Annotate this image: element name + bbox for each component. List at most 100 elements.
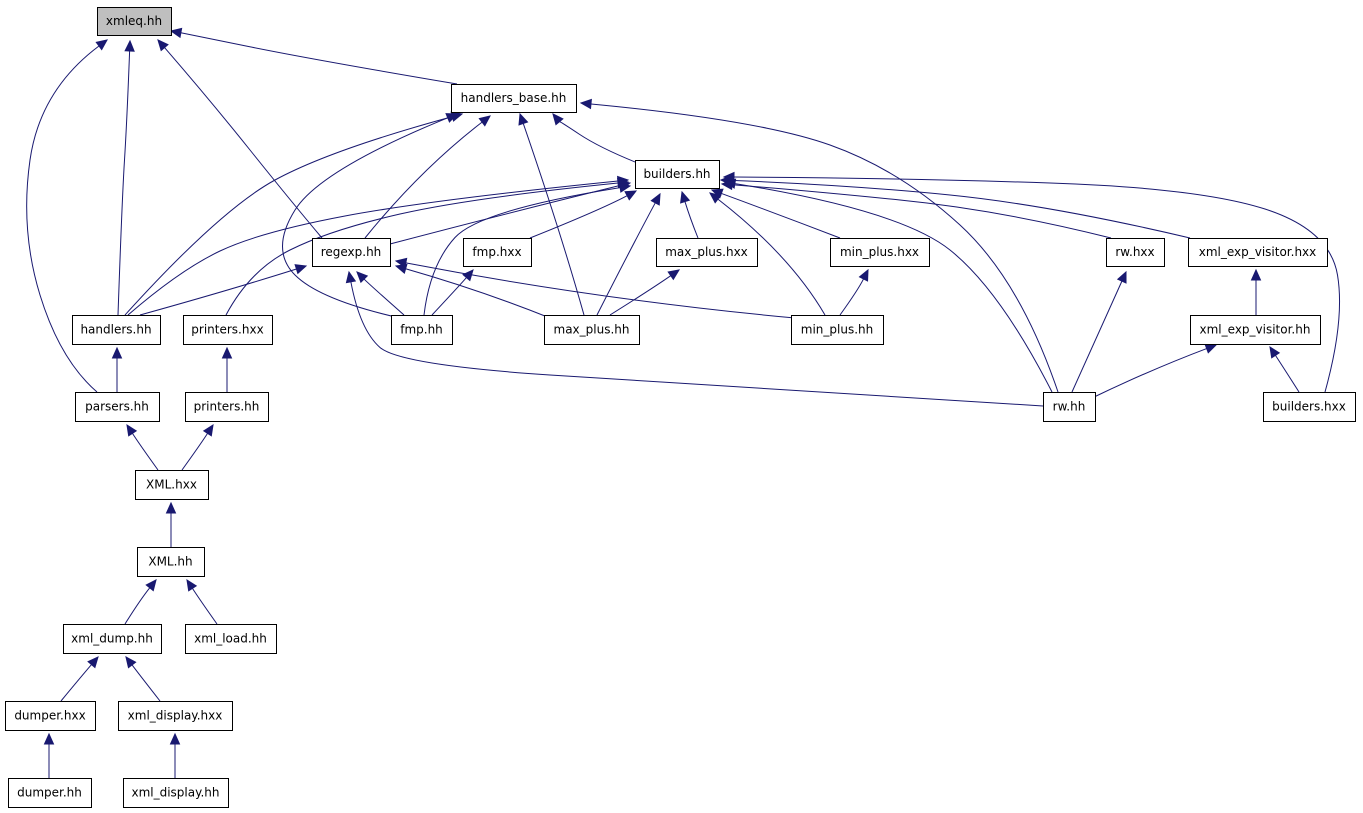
edge-line [181, 433, 208, 471]
edge-XML_hxx-to-parsers_hh [126, 423, 159, 471]
node-XML-hxx[interactable]: XML.hxx [135, 470, 209, 500]
arrowhead-icon [709, 192, 722, 204]
node-box[interactable] [118, 701, 233, 731]
node-XML-hh[interactable]: XML.hh [137, 547, 205, 577]
node-xml-load-hh[interactable]: xml_load.hh [185, 624, 277, 654]
node-xml-dump-hh[interactable]: xml_dump.hh [63, 624, 162, 654]
node-box[interactable] [463, 238, 532, 267]
node-box[interactable] [8, 778, 92, 808]
arrowhead-icon [202, 423, 214, 437]
node-box[interactable] [635, 160, 720, 189]
node-label: handlers.hh [80, 323, 151, 337]
node-max-plus-hxx[interactable]: max_plus.hxx [656, 238, 758, 267]
edge-line [132, 433, 159, 471]
node-xmleq-hh[interactable]: xmleq.hh [97, 7, 172, 36]
edge-line [350, 281, 1044, 407]
node-box[interactable] [830, 238, 930, 267]
node-box[interactable] [1188, 238, 1328, 267]
node-builders-hh[interactable]: builders.hh [635, 160, 720, 189]
node-box[interactable] [312, 238, 391, 267]
node-box[interactable] [63, 624, 162, 654]
arrowhead-icon [111, 346, 123, 359]
edge-line [730, 179, 1191, 239]
node-box[interactable] [1263, 392, 1356, 422]
node-label: fmp.hxx [472, 245, 521, 259]
node-max-plus-hh[interactable]: max_plus.hh [544, 315, 640, 345]
arrowhead-icon [43, 732, 55, 745]
node-xml-display-hxx[interactable]: xml_display.hxx [118, 701, 233, 731]
node-label: printers.hh [194, 400, 260, 414]
node-box[interactable] [135, 470, 209, 500]
node-label: rw.hxx [1115, 245, 1154, 259]
node-box[interactable] [72, 315, 161, 345]
edge-builders_hxx-to-xml_exp_visitor_hh [1269, 345, 1300, 393]
edge-xml_display_hxx-to-xml_dump_hh [125, 656, 161, 702]
arrowhead-icon [1204, 343, 1218, 354]
node-dumper-hxx[interactable]: dumper.hxx [5, 701, 96, 731]
nodes-layer: xmleq.hh handlers_base.hh builders.hh regex… [5, 7, 1356, 808]
node-box[interactable] [5, 701, 96, 731]
edge-line [60, 664, 92, 702]
edge-line [282, 117, 448, 319]
node-min-plus-hxx[interactable]: min_plus.hxx [830, 238, 930, 267]
node-xml-display-hh[interactable]: xml_display.hh [123, 778, 229, 808]
node-box[interactable] [75, 392, 160, 422]
arrowhead-icon [186, 578, 198, 592]
node-box[interactable] [1043, 392, 1096, 422]
node-label: regexp.hh [321, 245, 382, 259]
node-box[interactable] [1106, 238, 1165, 267]
node-box[interactable] [97, 7, 172, 36]
node-printers-hh[interactable]: printers.hh [185, 392, 269, 422]
node-box[interactable] [183, 315, 273, 345]
arrowhead-icon [394, 257, 408, 269]
node-parsers-hh[interactable]: parsers.hh [75, 392, 160, 422]
node-box[interactable] [1190, 315, 1321, 345]
node-box[interactable] [451, 84, 577, 113]
edge-fmp_hh-to-regexp_hh [356, 271, 405, 316]
node-label: xml_exp_visitor.hxx [1199, 245, 1317, 259]
node-handlers-hh[interactable]: handlers.hh [72, 315, 161, 345]
edge-handlers_hh-to-handlers_base_hh [124, 111, 464, 316]
node-xml-exp-visitor-hxx[interactable]: xml_exp_visitor.hxx [1188, 238, 1328, 267]
arrowhead-icon [126, 423, 138, 437]
node-box[interactable] [791, 315, 884, 345]
node-box[interactable] [185, 624, 277, 654]
node-box[interactable] [391, 315, 453, 345]
node-rw-hh[interactable]: rw.hh [1043, 392, 1096, 422]
node-box[interactable] [185, 392, 269, 422]
node-dumper-hh[interactable]: dumper.hh [8, 778, 92, 808]
node-min-plus-hh[interactable]: min_plus.hh [791, 315, 884, 345]
edge-regexp_hh-to-handlers_base_hh [364, 115, 491, 239]
node-box[interactable] [123, 778, 229, 808]
arrowhead-icon [169, 732, 181, 745]
node-box[interactable] [137, 547, 205, 577]
edge-line [164, 47, 323, 239]
node-rw-hxx[interactable]: rw.hxx [1106, 238, 1165, 267]
edge-line [839, 278, 864, 316]
edge-line [131, 664, 161, 702]
edge-line [192, 588, 218, 625]
edge-line [363, 278, 405, 316]
edge-line [26, 45, 100, 393]
node-label: builders.hxx [1272, 400, 1346, 414]
arrowhead-icon [95, 39, 108, 51]
edge-xml_dump_hh-to-XML_hh [124, 579, 157, 625]
node-fmp-hxx[interactable]: fmp.hxx [463, 238, 532, 267]
node-builders-hxx[interactable]: builders.hxx [1263, 392, 1356, 422]
edge-line [423, 187, 621, 316]
edge-parsers_hh-to-handlers_hh [111, 346, 123, 392]
node-box[interactable] [544, 315, 640, 345]
node-fmp-hh[interactable]: fmp.hh [391, 315, 453, 345]
node-xml-exp-visitor-hh[interactable]: xml_exp_visitor.hh [1190, 315, 1321, 345]
node-regexp-hh[interactable]: regexp.hh [312, 238, 391, 267]
node-printers-hxx[interactable]: printers.hxx [183, 315, 273, 345]
node-handlers-base-hh[interactable]: handlers_base.hh [451, 84, 577, 113]
arrowhead-icon [667, 269, 681, 281]
arrowhead-icon [618, 182, 632, 193]
node-label: builders.hh [643, 167, 710, 181]
edge-min_plus_hxx-to-builders_hh [710, 188, 841, 239]
node-label: xml_exp_visitor.hh [1200, 323, 1311, 337]
edge-line [529, 195, 628, 239]
node-label: rw.hh [1053, 400, 1086, 414]
node-box[interactable] [656, 238, 758, 267]
